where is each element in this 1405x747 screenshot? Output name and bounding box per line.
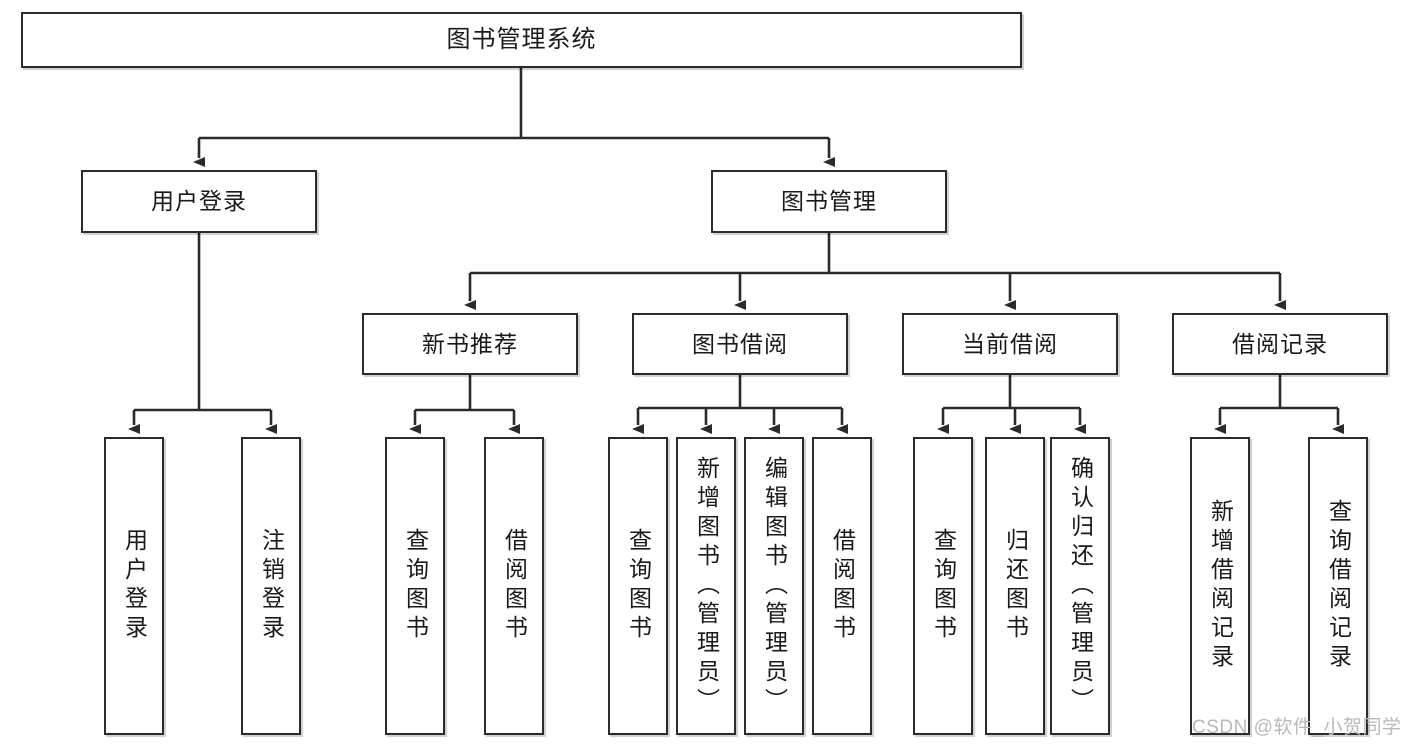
- node-borrowing-records[interactable]: 借阅记录: [1172, 313, 1388, 375]
- node-leaf-edit-book-admin[interactable]: 编辑图书（管理员）: [744, 437, 804, 735]
- node-label: 确认归还（管理员）: [1067, 455, 1094, 717]
- node-label: 当前借阅: [962, 330, 1058, 357]
- node-label: 新增图书（管理员）: [693, 455, 720, 717]
- node-leaf-query-book-current[interactable]: 查询图书: [913, 437, 973, 735]
- node-label: 用户登录: [151, 188, 247, 215]
- watermark-text: CSDN @软件_小贺同学: [1192, 717, 1402, 738]
- node-label: 查询图书: [930, 528, 957, 644]
- node-label: 编辑图书（管理员）: [761, 455, 788, 717]
- node-current-borrowing[interactable]: 当前借阅: [902, 313, 1118, 375]
- node-book-borrowing[interactable]: 图书借阅: [632, 313, 848, 375]
- node-label: 用户登录: [121, 528, 148, 644]
- node-label: 查询图书: [402, 528, 429, 644]
- node-leaf-add-book-admin[interactable]: 新增图书（管理员）: [676, 437, 736, 735]
- node-root-book-management-system[interactable]: 图书管理系统: [21, 12, 1022, 68]
- node-label: 查询借阅记录: [1325, 499, 1352, 673]
- node-leaf-confirm-return-admin[interactable]: 确认归还（管理员）: [1050, 437, 1110, 735]
- node-leaf-query-borrow-record[interactable]: 查询借阅记录: [1308, 437, 1368, 735]
- node-new-book-recommendation[interactable]: 新书推荐: [362, 313, 578, 375]
- node-label: 查询图书: [625, 528, 652, 644]
- node-label: 借阅记录: [1232, 330, 1328, 357]
- node-leaf-add-borrow-record[interactable]: 新增借阅记录: [1190, 437, 1250, 735]
- node-label: 新增借阅记录: [1207, 499, 1234, 673]
- node-label: 注销登录: [258, 528, 285, 644]
- node-user-login[interactable]: 用户登录: [81, 170, 317, 233]
- node-leaf-borrow-book-rec[interactable]: 借阅图书: [484, 437, 544, 735]
- node-book-management[interactable]: 图书管理: [711, 170, 947, 233]
- node-leaf-borrow-book[interactable]: 借阅图书: [812, 437, 872, 735]
- node-leaf-user-login[interactable]: 用户登录: [104, 437, 164, 735]
- node-leaf-return-book[interactable]: 归还图书: [985, 437, 1045, 735]
- node-label: 借阅图书: [829, 528, 856, 644]
- node-label: 归还图书: [1002, 528, 1029, 644]
- node-label: 图书管理: [781, 188, 877, 215]
- node-label: 图书借阅: [692, 330, 788, 357]
- node-label: 图书管理系统: [446, 26, 597, 54]
- node-label: 借阅图书: [501, 528, 528, 644]
- node-leaf-query-book-borrow[interactable]: 查询图书: [608, 437, 668, 735]
- node-leaf-logout[interactable]: 注销登录: [241, 437, 301, 735]
- node-label: 新书推荐: [422, 330, 518, 357]
- node-leaf-query-book-rec[interactable]: 查询图书: [385, 437, 445, 735]
